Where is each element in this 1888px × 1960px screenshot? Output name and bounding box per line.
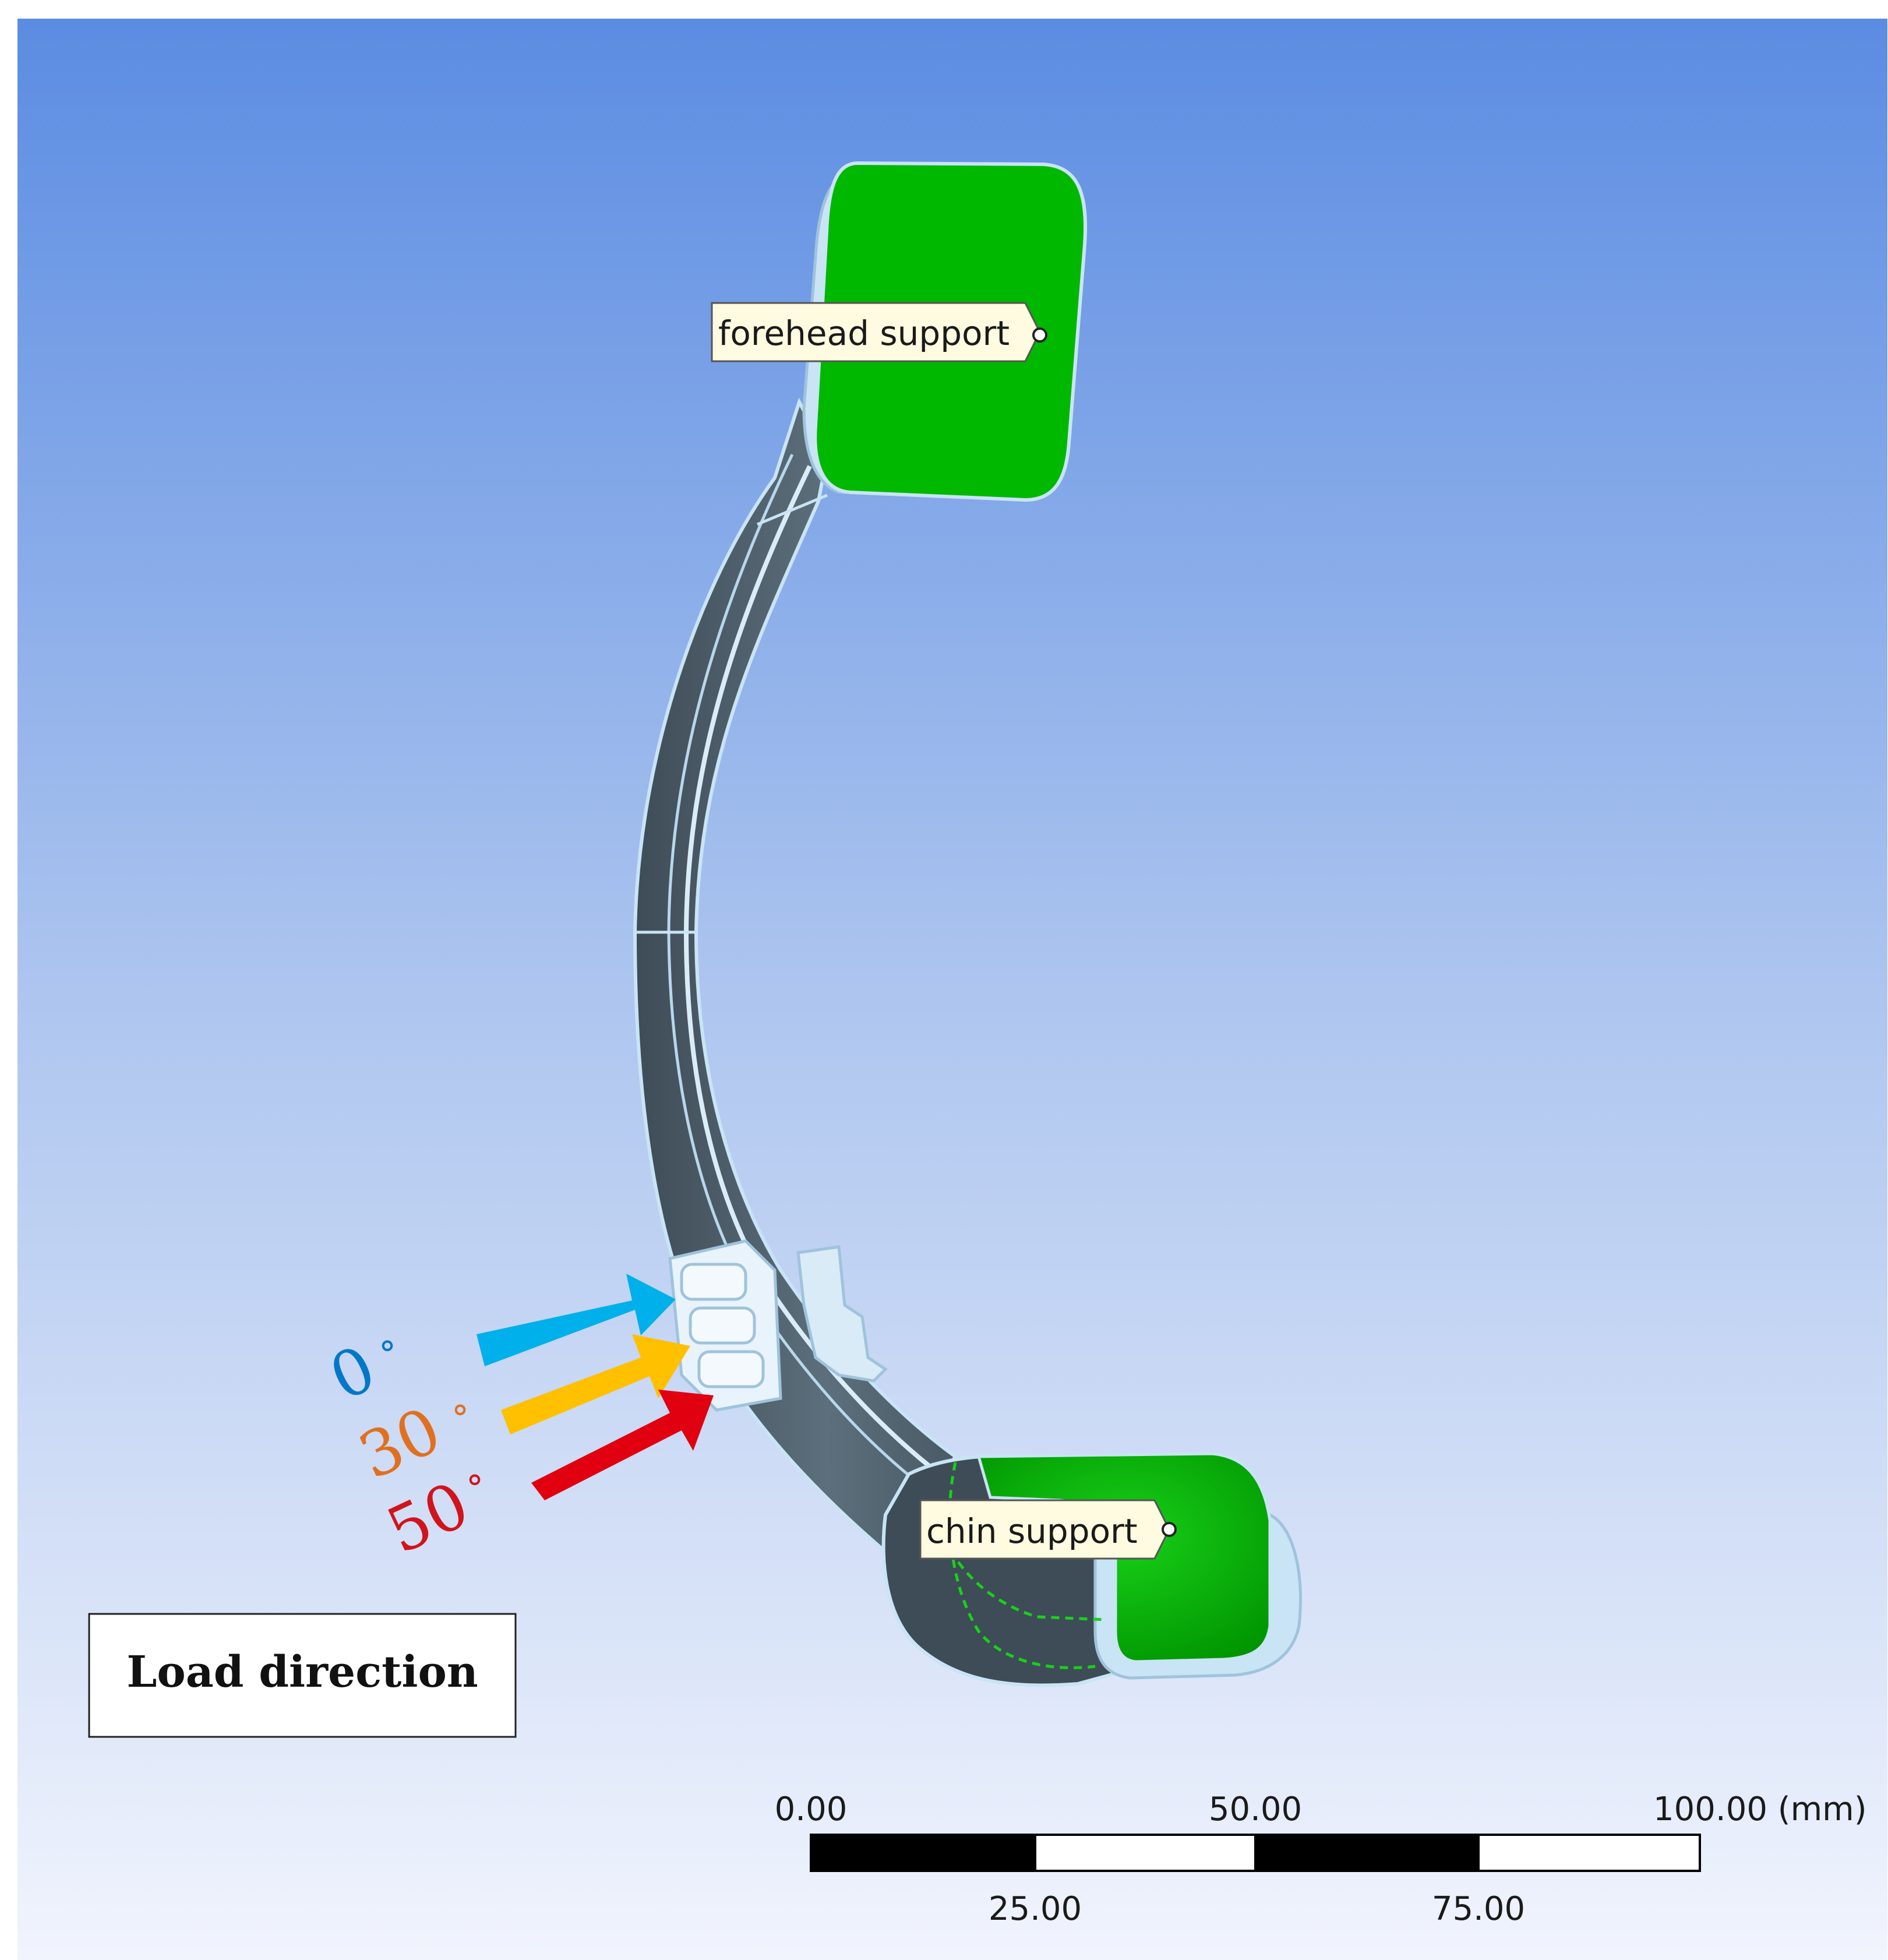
scale-segment	[1034, 1834, 1257, 1872]
scale-label-top: 50.00	[1209, 1790, 1302, 1828]
arm-edge-line	[667, 453, 916, 1481]
degree-sign: °	[379, 1334, 396, 1375]
degree-sign: °	[451, 1398, 469, 1439]
load-arrow-30deg	[501, 1334, 690, 1434]
forehead-support-callout: forehead support	[711, 302, 1047, 362]
chin-cup-dashed-edge	[948, 1462, 1096, 1669]
load-arrow-50deg	[531, 1390, 714, 1500]
scale-label-bottom: 25.00	[989, 1890, 1082, 1928]
degree-sign: °	[466, 1468, 484, 1509]
callout-anchor-icon	[1032, 327, 1047, 343]
scale-segment	[1254, 1834, 1480, 1872]
arm-edge-line	[757, 493, 828, 526]
scale-label-top: 100.00 (mm)	[1653, 1790, 1867, 1828]
chin-support-label: chin support	[926, 1511, 1138, 1551]
scale-segment	[810, 1834, 1036, 1872]
chin-support-callout: chin support	[919, 1499, 1177, 1560]
load-arrow-0deg	[477, 1274, 676, 1366]
load-direction-box: Load direction	[88, 1613, 517, 1738]
scale-segment	[1477, 1834, 1701, 1872]
callout-anchor-icon	[1162, 1522, 1177, 1537]
load-direction-label: Load direction	[126, 1647, 478, 1697]
scale-label-top: 0.00	[775, 1790, 848, 1828]
attachment-block	[668, 1239, 888, 1412]
forehead-support-label: forehead support	[718, 313, 1010, 353]
scale-bar: 0.00 50.00 100.00 (mm) 25.00 75.00	[775, 1790, 1867, 1928]
scale-label-bottom: 75.00	[1432, 1890, 1525, 1928]
